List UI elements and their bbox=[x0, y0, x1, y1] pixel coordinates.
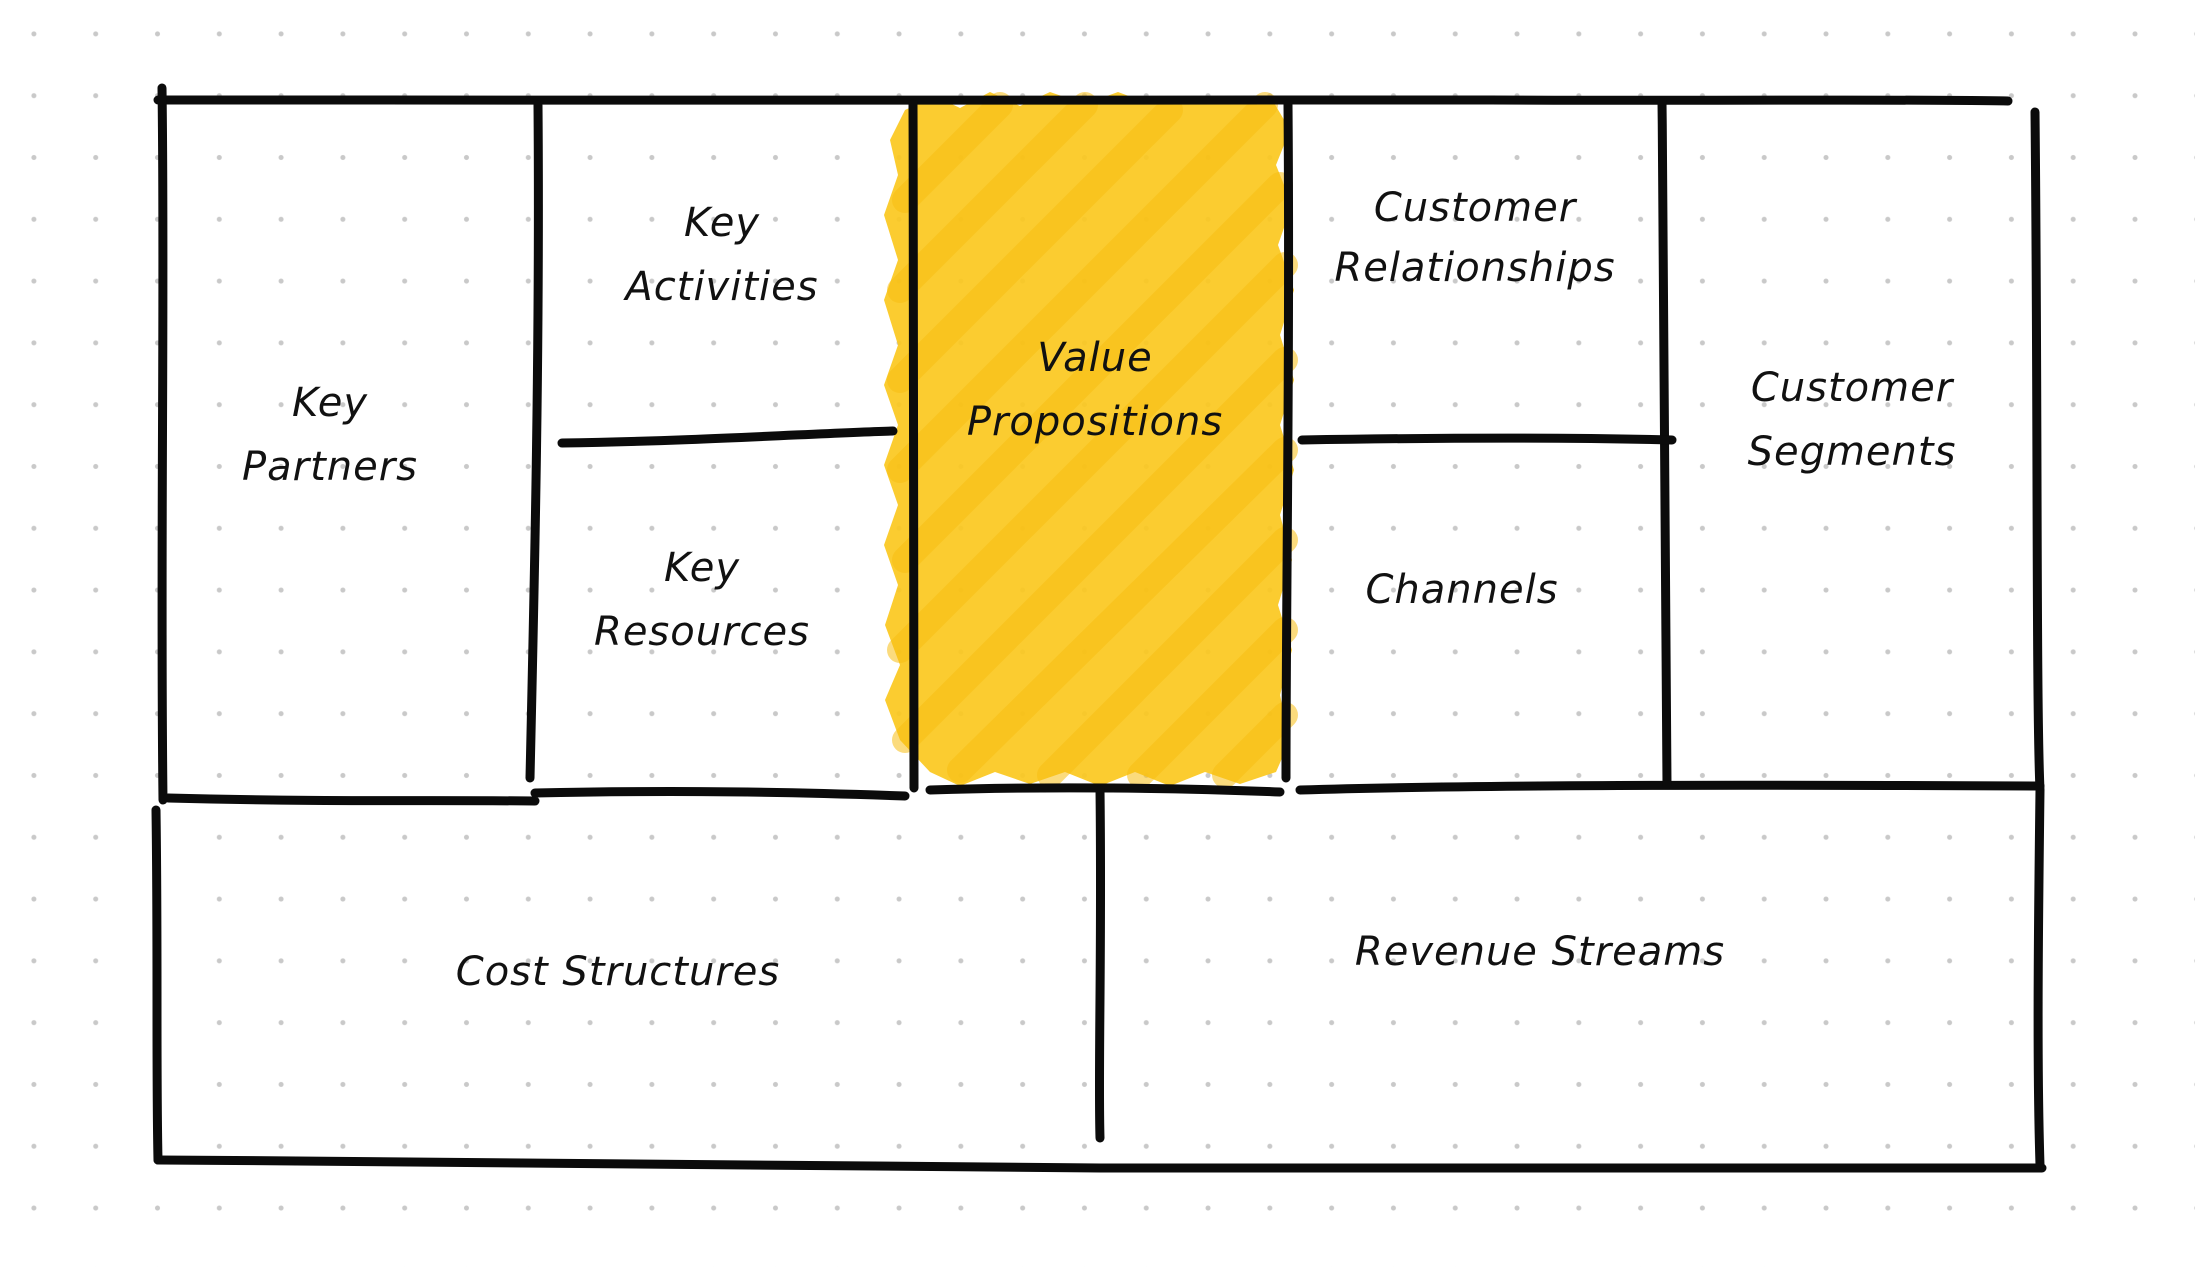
activities-propositions-divider bbox=[908, 99, 919, 793]
revenue-streams-label: Revenue Streams bbox=[1354, 929, 1726, 975]
key-resources-label: Key Resources bbox=[594, 545, 810, 655]
partners-activities-divider bbox=[525, 100, 543, 783]
cost-revenue-divider bbox=[1094, 785, 1106, 1143]
frame-top-edge bbox=[153, 94, 2013, 106]
frame-left-edge-lower bbox=[151, 805, 163, 1165]
relationships-channels-divider bbox=[1297, 433, 1677, 445]
customer-segments-label: Customer Segments bbox=[1747, 365, 1957, 475]
key-partners-label: Key Partners bbox=[241, 380, 419, 490]
activities-resources-divider bbox=[557, 426, 898, 448]
customer-relationships-label: Customer Relationships bbox=[1334, 185, 1616, 291]
channels-label: Channels bbox=[1365, 567, 1559, 613]
key-activities-label: Key Activities bbox=[625, 200, 819, 310]
canvas-frame bbox=[151, 83, 2047, 1174]
upper-section-bottom-edge bbox=[163, 780, 2045, 806]
relationships-segments-divider bbox=[1657, 97, 1672, 790]
frame-left-edge-upper bbox=[157, 83, 168, 805]
propositions-relationships-divider bbox=[1281, 99, 1294, 783]
frame-bottom-edge bbox=[153, 1155, 2047, 1174]
cost-structures-label: Cost Structures bbox=[455, 949, 781, 995]
value-propositions-highlight bbox=[884, 92, 1298, 788]
frame-right-edge bbox=[2030, 107, 2045, 1170]
value-propositions-label: Value Propositions bbox=[966, 335, 1224, 445]
